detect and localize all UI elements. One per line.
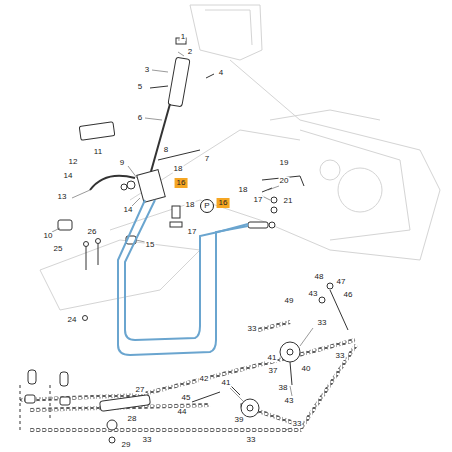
callout-number: 26 [87,228,98,236]
callout-number: 27 [135,386,146,394]
callout-number: 33 [317,319,328,327]
callout-number: 14 [123,206,134,214]
callout-number: 25 [53,245,64,253]
callout-number: 19 [279,159,290,167]
pressure-circle: P [200,199,214,213]
valve-block [137,170,165,203]
callout-number: 41 [267,354,278,362]
callout-text: 16 [219,199,228,207]
callout-number: 9 [119,159,125,167]
callout-number: 2 [187,48,193,56]
callout-number: 37 [268,367,279,375]
callout-number: 29 [121,441,132,449]
callout-number: 1 [180,33,186,41]
callout-number: 18 [173,165,184,173]
callout-number: 38 [278,384,289,392]
callout-number: 12 [68,158,79,166]
callout-number: 49 [284,297,295,305]
callout-number: 33 [292,420,303,428]
callout-number: 8 [163,146,169,154]
hydraulic-hose [118,200,248,355]
callout-number: 33 [335,352,346,360]
sticker [79,122,115,141]
callout-number: 33 [247,325,258,333]
callout-number: 41 [221,379,232,387]
callout-number: 21 [283,197,294,205]
callout-number: 47 [336,278,347,286]
callout-text: 16 [177,179,186,187]
highlight-callout: 16 [217,198,230,208]
callout-number: 11 [93,148,103,156]
callout-number: 43 [308,290,319,298]
callout-number: 18 [238,186,249,194]
callout-number: 42 [199,375,210,383]
callout-number: 20 [279,177,290,185]
callout-number: 24 [67,316,78,324]
sprockets [20,283,348,443]
callout-number: 14 [63,172,74,180]
callout-number: 33 [142,436,153,444]
callout-number: 33 [246,436,257,444]
drive-chains [20,322,356,430]
callout-text: P [204,202,209,210]
callout-number: 10 [43,232,54,240]
callout-number: 13 [57,193,68,201]
callout-number: 45 [181,394,192,402]
callout-number: 39 [234,416,245,424]
callout-number: 48 [314,273,325,281]
cylinder [168,57,190,107]
tractor-outline [40,5,440,310]
callout-number: 28 [127,415,138,423]
lift-parts [58,38,304,321]
callout-number: 44 [177,408,188,416]
callout-number: 4 [218,69,224,77]
callout-number: 17 [253,196,264,204]
callout-number: 40 [301,365,312,373]
callout-number: 17 [187,228,198,236]
leader-lines [52,40,313,430]
callout-number: 6 [137,114,143,122]
callout-number: 3 [144,66,150,74]
callout-number: 15 [145,241,156,249]
highlight-callout: 16 [175,178,188,188]
callout-number: 5 [137,83,143,91]
callout-number: 18 [185,201,196,209]
callout-number: 7 [204,155,210,163]
callout-number: 46 [343,291,354,299]
callout-number: 43 [284,397,295,405]
